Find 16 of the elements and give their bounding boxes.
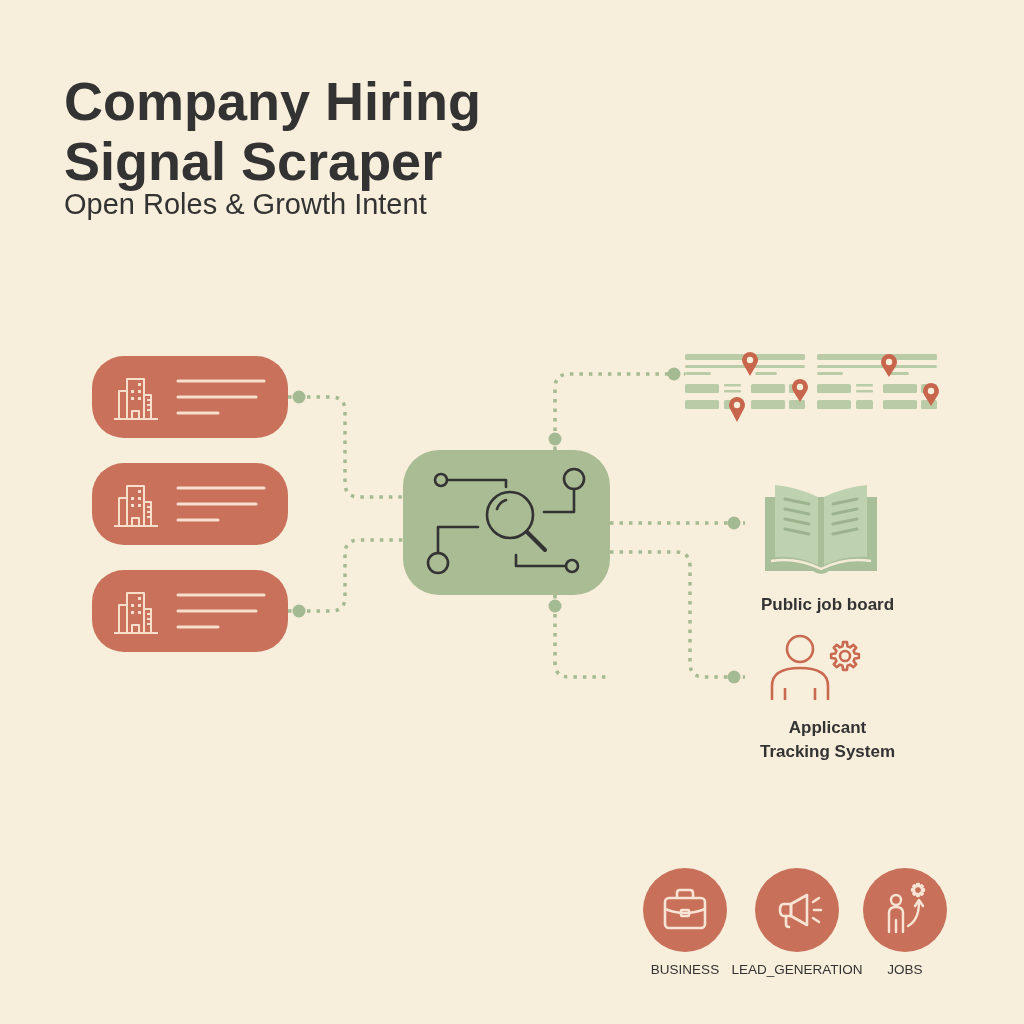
dotted-connector — [288, 390, 403, 499]
dotted-connector — [610, 550, 745, 684]
dotted-connector — [548, 595, 608, 679]
dotted-connector — [610, 516, 745, 530]
node-label: Public job board — [760, 594, 895, 616]
node-label: LEAD_GENERATION — [731, 961, 863, 979]
node-label: JOBS — [887, 961, 923, 979]
company-card — [92, 356, 288, 438]
company-card — [92, 463, 288, 545]
company-card — [92, 570, 288, 652]
dotted-connector — [548, 367, 685, 450]
dotted-connector — [288, 538, 403, 618]
scraper-hub-box — [403, 450, 610, 595]
node-label: BUSINESS — [650, 961, 720, 979]
node-label: Applicant Tracking System — [758, 717, 897, 763]
title: Company Hiring Signal Scraper — [64, 71, 483, 191]
